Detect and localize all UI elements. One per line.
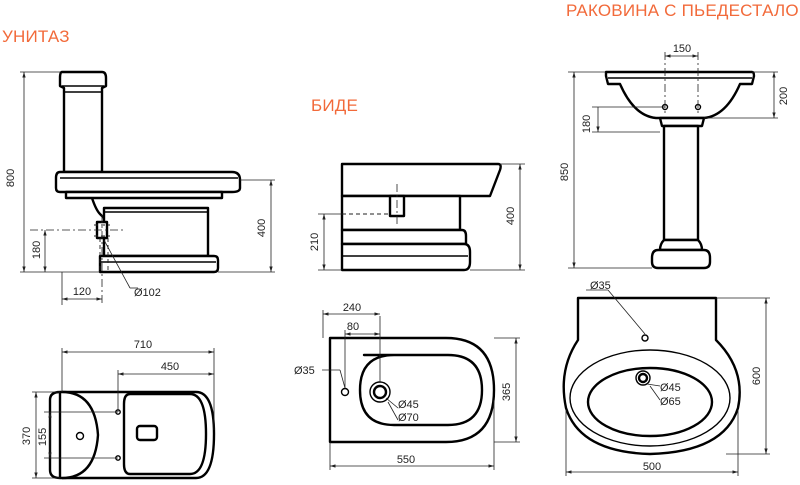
toilet-outlet-offset-label: 120 <box>73 286 91 298</box>
toilet-bowl-height-label: 400 <box>256 219 268 237</box>
bidet-width-label: 365 <box>501 383 513 401</box>
basin-tap-hole-label: Ø35 <box>590 280 611 292</box>
basin-title: РАКОВИНА С ПЬЕДЕСТАЛОМ <box>566 1 800 20</box>
toilet-outlet-diameter-label: Ø102 <box>134 287 161 299</box>
bidet-drain-outer-label: Ø70 <box>398 412 419 424</box>
toilet-side-view: 800 400 180 120 Ø102 <box>5 70 275 305</box>
bidet-top-view: 240 80 Ø35 Ø45 Ø70 365 550 <box>294 302 520 470</box>
bidet-side-view: 400 210 <box>309 162 525 272</box>
bidet-length-label: 550 <box>397 454 415 466</box>
toilet-outlet-height-label: 180 <box>31 241 43 259</box>
basin-pedestal-label: 180 <box>581 115 593 133</box>
bidet-title: БИДЕ <box>311 96 359 115</box>
basin-width-label: 500 <box>643 461 661 473</box>
basin-drain-inner-label: Ø45 <box>660 382 681 394</box>
basin-drain-outer-label: Ø65 <box>660 396 681 408</box>
bidet-inner-offset-label: 80 <box>347 321 359 333</box>
toilet-height-label: 800 <box>5 169 17 187</box>
toilet-holes-width-label: 155 <box>37 428 49 446</box>
toilet-width-label: 370 <box>21 427 33 445</box>
toilet-top-view: 710 450 370 155 <box>21 339 216 480</box>
toilet-title: УНИТАЗ <box>2 27 70 46</box>
basin-side-view: 150 200 180 850 <box>559 43 790 270</box>
bidet-drain-inner-label: Ø45 <box>398 399 419 411</box>
bidet-inlet-height-label: 210 <box>309 233 321 251</box>
basin-height-label: 850 <box>559 163 571 181</box>
basin-bowl-depth-label: 200 <box>778 87 790 105</box>
basin-top-view: Ø35 Ø45 Ø65 600 500 <box>562 280 770 476</box>
bidet-height-label: 400 <box>505 207 517 225</box>
bidet-hole-diameter-label: Ø35 <box>294 365 315 377</box>
toilet-length-label: 710 <box>134 339 152 351</box>
basin-tap-spacing-label: 150 <box>673 43 691 55</box>
basin-depth-label: 600 <box>751 367 763 385</box>
toilet-holes-spacing-label: 450 <box>161 361 179 373</box>
bidet-hole-offset-label: 240 <box>343 302 361 314</box>
